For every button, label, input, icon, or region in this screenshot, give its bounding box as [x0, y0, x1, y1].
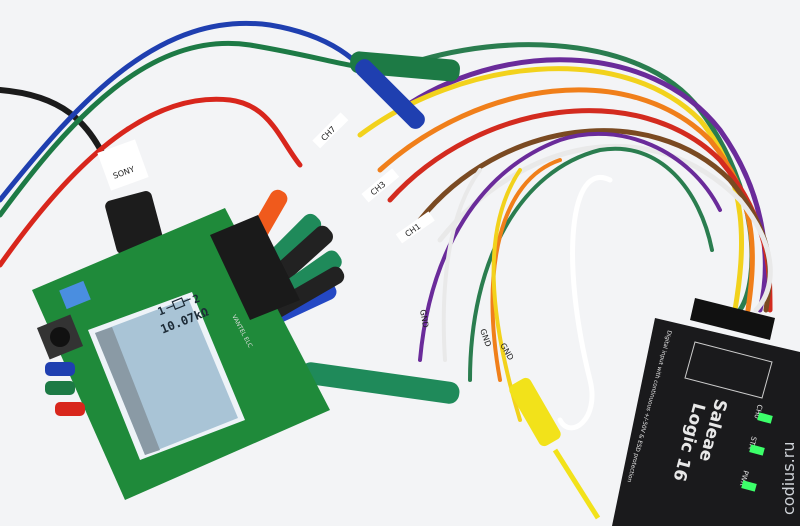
- probe-tag-gnd: GND: [478, 328, 493, 348]
- resistor-symbol-icon: [166, 297, 191, 310]
- led-indicator: [757, 412, 773, 424]
- wire-white: [557, 175, 613, 431]
- saleae-logic-analyzer: Digital input with continuous +/-50V & E…: [612, 298, 800, 526]
- led-indicator: [749, 444, 765, 456]
- led-label: CH0: [752, 403, 764, 419]
- led-pwr: PWR: [738, 469, 757, 492]
- led-sta: STA: [747, 435, 765, 456]
- analyzer-body: [612, 318, 800, 526]
- usb-cable: SONY: [97, 139, 164, 254]
- led-ch0: CH0: [752, 403, 773, 424]
- wires: [0, 20, 773, 431]
- probe-tag-gnd: GND: [418, 309, 430, 329]
- wire: [437, 143, 773, 313]
- wire: [491, 168, 522, 422]
- wire: [377, 87, 755, 313]
- wire: [441, 168, 482, 362]
- probe-tags: CH7 CH3 CH1 GND GND GND: [312, 112, 515, 362]
- lcd-screen: 1 2 10.07kΩ: [88, 292, 245, 460]
- watermark: codius.ru: [779, 442, 798, 515]
- wire: [490, 158, 562, 382]
- analyzer-connector: [690, 298, 775, 340]
- led-label: STA: [747, 435, 758, 450]
- lcd-pin-right: 2: [191, 292, 202, 307]
- push-button: [50, 327, 70, 347]
- wire: [468, 146, 714, 382]
- wire-blue: [0, 20, 383, 203]
- wire-green: [0, 40, 383, 218]
- led-label: PWR: [738, 469, 750, 487]
- led-indicator: [741, 480, 757, 492]
- pin-header: [684, 341, 773, 399]
- wire-red: [0, 96, 303, 268]
- wire: [357, 66, 744, 313]
- wire: [418, 131, 722, 362]
- lcd-pin-left: 1: [156, 304, 167, 319]
- component-tester-board: 1 2 10.07kΩ VANTEL ELC: [32, 208, 330, 500]
